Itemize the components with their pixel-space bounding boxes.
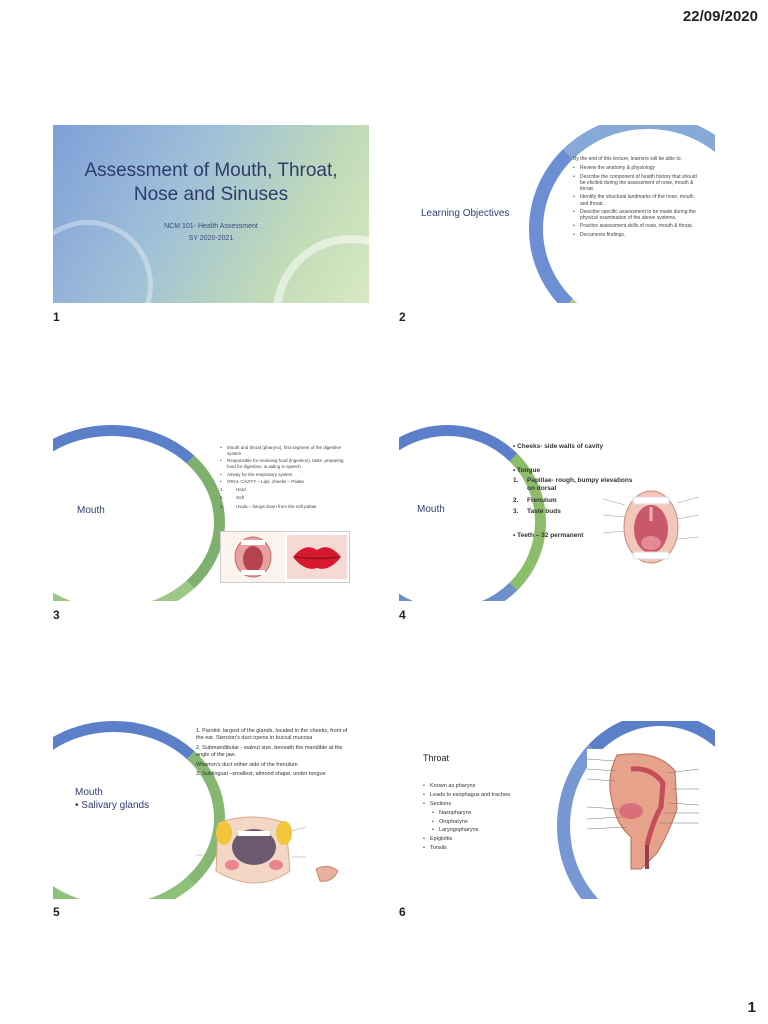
item-text: Soft (236, 495, 245, 501)
bullet-item: Tonsils (423, 845, 558, 852)
tongue-subitem: 3. Taste buds (513, 508, 633, 516)
subtitle-item: • Salivary glands (75, 799, 150, 811)
slide-2-title: Learning Objectives (421, 208, 510, 219)
bullet-item: Sections (423, 801, 558, 808)
gland-point: 1. Parotid- largest of the glands, locat… (196, 728, 348, 741)
slide-number: 4 (399, 608, 406, 622)
objective-item: Identify the structural landmarks of the… (573, 194, 699, 207)
gland-point: 3. Sublingual –smallest, almond shape, u… (196, 771, 326, 778)
gland-point: 2. Submandibular - walnut size, beneath … (196, 744, 343, 758)
palate-item: 3. Uvula – hangs down from the soft palat… (220, 504, 352, 510)
gland-point: Wharton's duct either side of the frenul… (196, 761, 298, 768)
objective-item: Describe specific assessment to be made … (573, 209, 699, 222)
bullet-item: Epiglottis (423, 836, 558, 843)
item-number: 1. (513, 477, 519, 485)
item-number: 2. (513, 496, 519, 504)
sub-bullet-item: Laryngopharynx (432, 827, 558, 834)
tongue-subitem: 1. Papillae- rough, bumpy elevations on d… (513, 477, 633, 493)
item-text: Uvula – hangs down from the soft palate (236, 504, 317, 509)
sub-bullet-item: Nasopharynx (432, 810, 558, 817)
item-number: 3. (513, 507, 519, 515)
slide-number: 6 (399, 905, 406, 919)
slide-number: 2 (399, 310, 406, 324)
bullet-item: Known as pharynx (423, 783, 558, 790)
bullet-item: Airway for the respiratory system (220, 472, 352, 478)
throat-bullets: Known as pharynx Leads to esophagus and … (423, 783, 558, 854)
mouth-diagram-image (220, 531, 350, 583)
palate-item: 2. Soft (220, 495, 352, 501)
title-text: Mouth (75, 787, 103, 798)
bullet-item: Responsible for receiving food (ingestio… (220, 458, 352, 469)
slide-6-title: Throat (423, 753, 450, 763)
tongue-subitem: 2. Frenulum (513, 497, 633, 505)
slide-6: Throat Known as pharynx Leads to esophag… (399, 721, 715, 899)
subtitle-line: SY 2020-2021 (188, 234, 234, 242)
item-number: 3. (220, 504, 224, 509)
slide-3-title: Mouth (77, 505, 105, 516)
decorative-swirl (273, 235, 369, 303)
slide-number: 5 (53, 905, 60, 919)
slide-4-title: Mouth (417, 504, 445, 515)
item-number: 2. (220, 495, 224, 501)
oral-cavity-diagram (602, 485, 700, 567)
tongue-item: • Tongue (513, 467, 541, 475)
page-date: 22/09/2020 (682, 8, 758, 25)
slide-1-title: Assessment of Mouth, Throat, Nose and Si… (53, 159, 369, 207)
slide-1-subtitle: NCM 101- Health Assessment SY 2020-2021 (53, 223, 369, 244)
mouth-bullets: Mouth and throat (pharynx), first segmen… (220, 445, 352, 510)
item-text: Frenulum (527, 496, 557, 504)
palate-item: 1. Hard (220, 487, 352, 493)
decorative-ring (53, 425, 225, 601)
bullet-item: ORAL CAVITY – Lips, cheeks – Palate (220, 479, 352, 485)
objective-item: Review the anatomy & physiology (573, 165, 699, 172)
subtitle-text: Salivary glands (81, 799, 150, 811)
salivary-glands-diagram (196, 811, 346, 897)
objective-item: Documents findings. (573, 232, 699, 239)
page-number: 1 (747, 999, 756, 1016)
bullet-item: Mouth and throat (pharynx), first segmen… (220, 445, 352, 456)
cheeks-text: Cheeks- side walls of cavity (517, 443, 604, 450)
mouth-structures: • Cheeks- side walls of cavity • Tongue … (513, 443, 633, 540)
slide-1: Assessment of Mouth, Throat, Nose and Si… (53, 125, 369, 303)
objectives-list: By the end of this lecture, learners wil… (573, 156, 699, 240)
subtitle-line: NCM 101- Health Assessment (164, 223, 258, 230)
salivary-glands-list: 1. Parotid- largest of the glands, locat… (196, 728, 354, 778)
item-text: Taste buds (527, 507, 561, 515)
slide-5: Mouth • Salivary glands 1. Parotid- larg… (53, 721, 369, 899)
item-text: Hard (236, 486, 246, 492)
objective-item: Describe the component of health history… (573, 174, 699, 193)
slide-5-title: Mouth • Salivary glands (75, 787, 149, 812)
slide-4: Mouth • Cheeks- side walls of cavity • T… (399, 423, 715, 601)
slide-number: 1 (53, 310, 60, 324)
objective-item: Practice assessment skills of nose, mout… (573, 223, 699, 230)
teeth-text: Teeth – 32 permanent (517, 531, 584, 539)
cheeks-item: • Cheeks- side walls of cavity (513, 443, 604, 450)
slide-3: Mouth Mouth and throat (pharynx), first … (53, 423, 369, 601)
slide-number: 3 (53, 608, 60, 622)
decorative-ring (53, 721, 225, 899)
item-text: Papillae- rough, bumpy elevations on dor… (527, 477, 633, 493)
sub-bullet-item: Oropharynx (432, 819, 558, 826)
title-line: Nose and Sinuses (133, 183, 289, 205)
title-line: Assessment of Mouth, Throat, (84, 160, 338, 181)
item-number: 1. (220, 486, 224, 492)
pharynx-anatomy-diagram (586, 749, 700, 875)
tongue-text: Tongue (517, 467, 541, 475)
bullet-item: Leads to esophagus and trachea (423, 792, 558, 799)
objectives-intro: By the end of this lecture, learners wil… (573, 156, 682, 162)
teeth-item: • Teeth – 32 permanent (513, 531, 584, 539)
slide-2: Learning Objectives By the end of this l… (399, 125, 715, 303)
decorative-ring (399, 425, 546, 601)
